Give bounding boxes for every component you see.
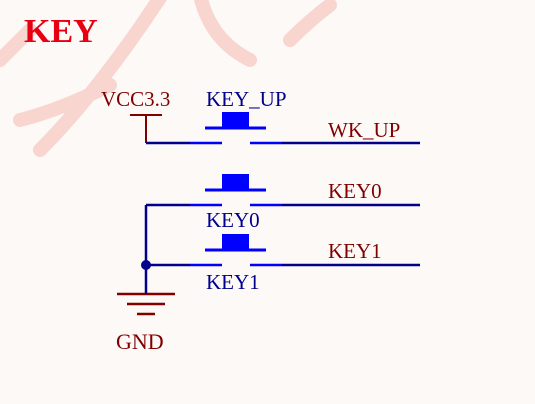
vcc-label: VCC3.3 [101, 87, 170, 111]
wires [144, 141, 420, 288]
switch-key-up [190, 112, 282, 145]
switch-key0 [190, 174, 282, 207]
net-label-key0: KEY0 [328, 179, 382, 203]
gnd-label: GND [116, 329, 164, 354]
key1-ref-label: KEY1 [206, 270, 260, 294]
key0-ref-label: KEY0 [206, 208, 260, 232]
diagram-title: KEY [24, 13, 98, 50]
net-label-wk-up: WK_UP [328, 118, 400, 142]
switch-key1 [190, 234, 282, 267]
junction-dot [141, 260, 151, 270]
key-up-ref-label: KEY_UP [206, 87, 287, 111]
ground-symbol [117, 292, 175, 316]
vcc-symbol [130, 114, 162, 143]
net-label-key1: KEY1 [328, 239, 382, 263]
watermark [0, 0, 337, 157]
